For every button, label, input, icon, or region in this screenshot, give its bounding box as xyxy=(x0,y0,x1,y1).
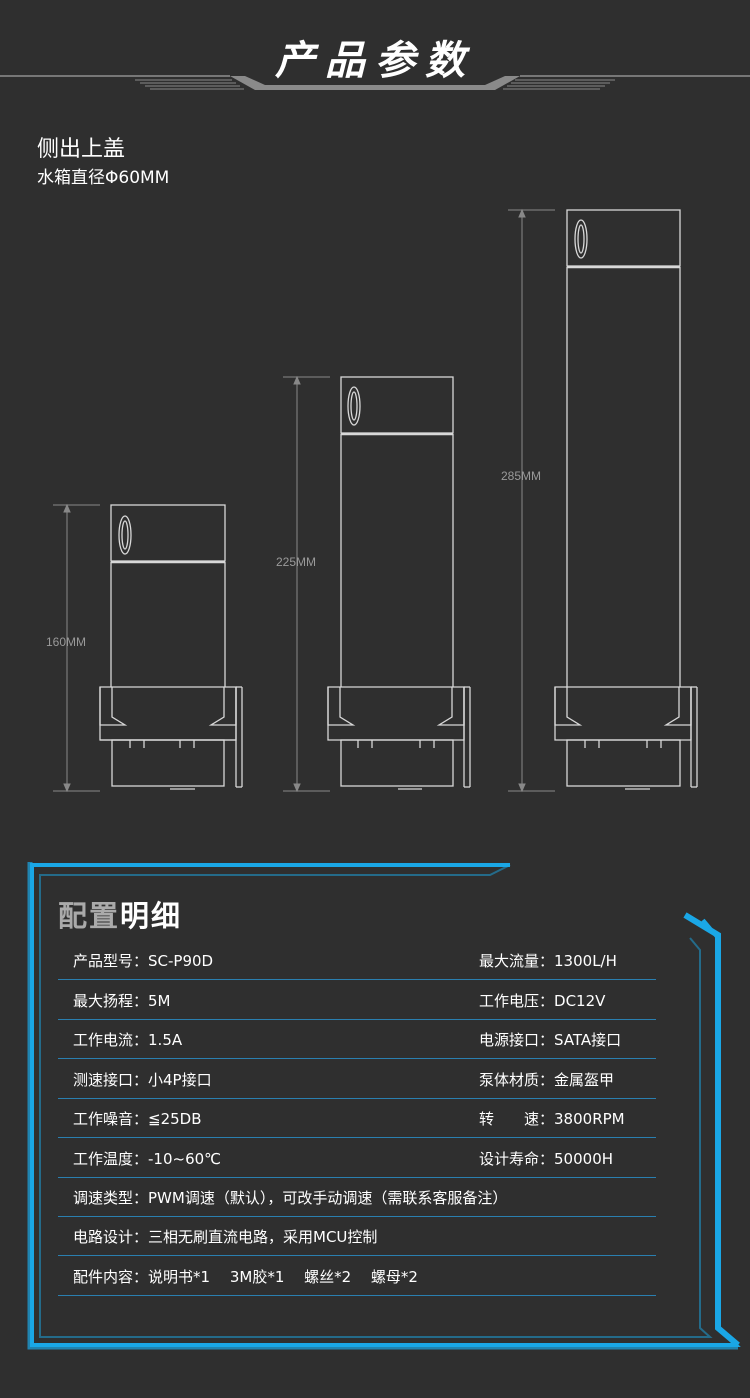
spec-full: 电路设计：三相无刷直流电路，采用MCU控制 xyxy=(73,1226,377,1247)
spec-value: 1.5A xyxy=(148,1031,183,1049)
spec-right: 电源接口：SATA接口 xyxy=(479,1029,621,1050)
spec-row: 产品型号：SC-P90D 最大流量：1300L/H xyxy=(58,940,656,980)
dimension-medium: 225MM xyxy=(276,555,317,569)
config-title: 配置明细 xyxy=(58,893,182,935)
spec-right: 最大流量：1300L/H xyxy=(479,950,617,971)
reservoir-drawings xyxy=(53,208,698,793)
product-name: 侧出上盖 xyxy=(37,137,126,162)
spec-row: 工作噪音：≦25DB 转 速：3800RPM xyxy=(58,1098,656,1138)
spec-value: 小4P接口 xyxy=(148,1071,212,1089)
spec-label: 配件内容： xyxy=(73,1268,149,1286)
spec-row: 测速接口：小4P接口 泵体材质：金属盔甲 xyxy=(58,1059,656,1099)
spec-right: 泵体材质：金属盔甲 xyxy=(479,1069,614,1090)
spec-full: 配件内容：说明书*1 3M胶*1 螺丝*2 螺母*2 xyxy=(73,1266,418,1287)
spec-label: 转 速： xyxy=(479,1110,555,1128)
spec-label: 最大扬程： xyxy=(73,992,149,1010)
spec-value: SATA接口 xyxy=(554,1031,622,1049)
spec-row-full: 配件内容：说明书*1 3M胶*1 螺丝*2 螺母*2 xyxy=(58,1256,656,1296)
dimension-small: 160MM xyxy=(46,635,87,649)
spec-row: 工作温度：-10~60℃ 设计寿命：50000H xyxy=(58,1138,656,1178)
spec-label: 产品型号： xyxy=(73,952,149,970)
spec-label: 工作电压： xyxy=(479,992,555,1010)
dimension-large: 285MM xyxy=(501,469,542,483)
spec-value: 金属盔甲 xyxy=(554,1071,615,1089)
spec-value: PWM调速（默认），可改手动调速（需联系客服备注） xyxy=(148,1189,508,1207)
spec-left: 工作噪音：≦25DB xyxy=(73,1108,202,1129)
spec-value: 1300L/H xyxy=(554,952,617,970)
reservoir-large xyxy=(554,209,698,790)
spec-left: 测速接口：小4P接口 xyxy=(73,1069,212,1090)
spec-right: 设计寿命：50000H xyxy=(479,1148,613,1169)
config-title-gray: 配置 xyxy=(58,899,121,933)
spec-left: 最大扬程：5M xyxy=(73,990,171,1011)
spec-row: 最大扬程：5M 工作电压：DC12V xyxy=(58,980,656,1020)
header-decoration xyxy=(0,75,750,90)
spec-label: 最大流量： xyxy=(479,952,555,970)
spec-value: 三相无刷直流电路，采用MCU控制 xyxy=(148,1228,378,1246)
spec-label: 工作温度： xyxy=(73,1150,149,1168)
spec-right: 转 速：3800RPM xyxy=(479,1108,625,1129)
spec-label: 泵体材质： xyxy=(479,1071,555,1089)
tank-diameter: 水箱直径Φ60MM xyxy=(37,168,170,188)
spec-value: ≦25DB xyxy=(148,1110,202,1128)
spec-row-full: 调速类型：PWM调速（默认），可改手动调速（需联系客服备注） xyxy=(58,1177,656,1217)
spec-value: SC-P90D xyxy=(148,952,214,970)
spec-label: 调速类型： xyxy=(73,1189,149,1207)
spec-left: 产品型号：SC-P90D xyxy=(73,950,213,971)
config-title-white: 明细 xyxy=(120,899,183,933)
spec-full: 调速类型：PWM调速（默认），可改手动调速（需联系客服备注） xyxy=(73,1187,507,1208)
spec-label: 工作噪音： xyxy=(73,1110,149,1128)
spec-left: 工作电流：1.5A xyxy=(73,1029,182,1050)
spec-value: 50000H xyxy=(554,1150,614,1168)
spec-label: 工作电流： xyxy=(73,1031,149,1049)
spec-value: -10~60℃ xyxy=(148,1150,222,1168)
spec-row: 工作电流：1.5A 电源接口：SATA接口 xyxy=(58,1019,656,1059)
reservoir-medium xyxy=(327,376,471,790)
spec-label: 电路设计： xyxy=(73,1228,149,1246)
page-title: 产品参数 xyxy=(275,38,475,84)
spec-left: 工作温度：-10~60℃ xyxy=(73,1148,221,1169)
spec-value: DC12V xyxy=(554,992,606,1010)
spec-row-full: 电路设计：三相无刷直流电路，采用MCU控制 xyxy=(58,1216,656,1256)
spec-value: 5M xyxy=(148,992,171,1010)
spec-label: 电源接口： xyxy=(479,1031,555,1049)
spec-label: 设计寿命： xyxy=(479,1150,555,1168)
spec-label: 测速接口： xyxy=(73,1071,149,1089)
reservoir-small xyxy=(99,504,243,790)
spec-value: 3800RPM xyxy=(554,1110,625,1128)
spec-value: 说明书*1 3M胶*1 螺丝*2 螺母*2 xyxy=(148,1268,418,1286)
spec-right: 工作电压：DC12V xyxy=(479,990,605,1011)
config-frame xyxy=(27,862,741,1350)
